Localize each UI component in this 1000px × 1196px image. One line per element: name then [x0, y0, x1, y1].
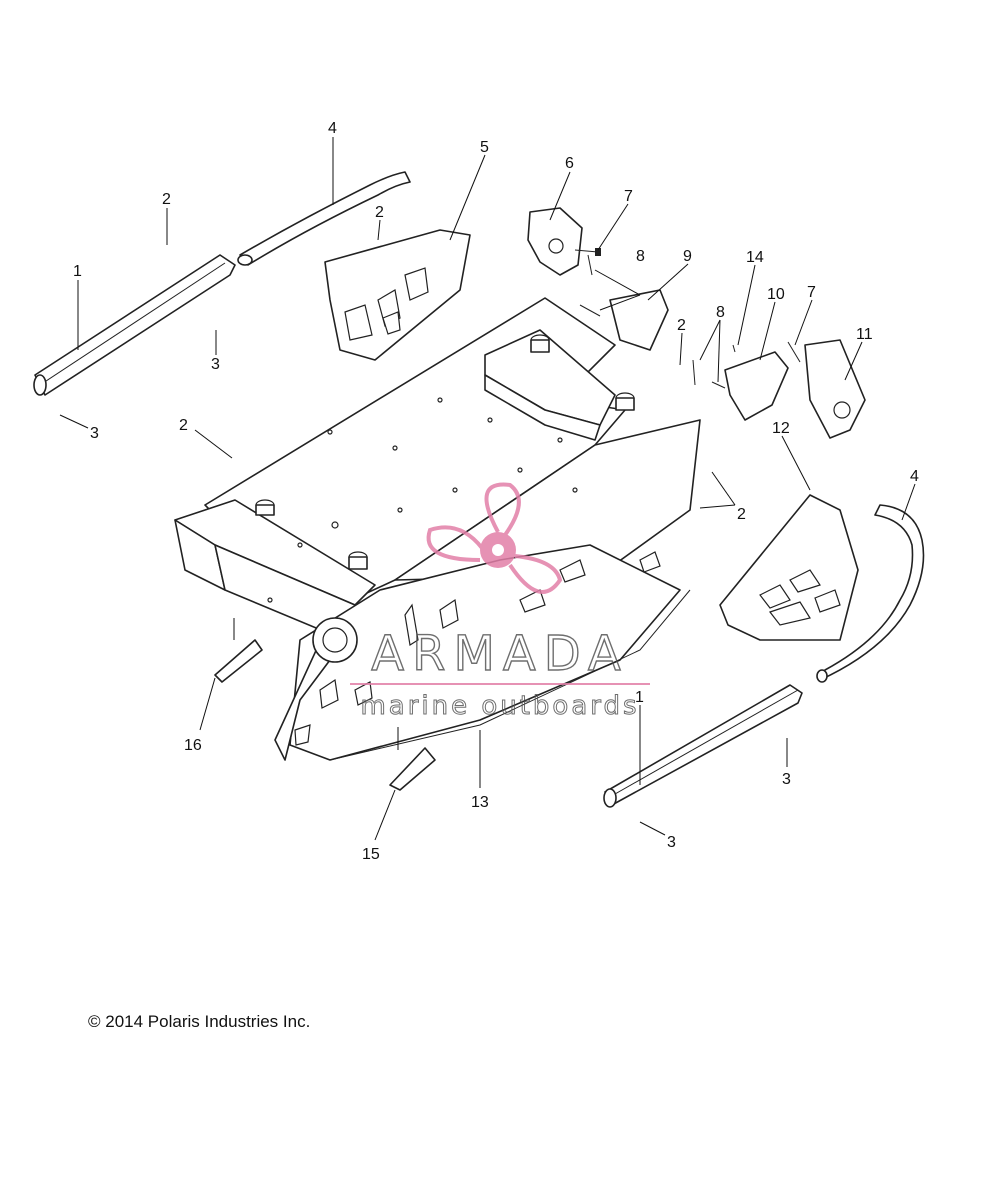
watermark-tagline: marine outboards: [360, 691, 639, 721]
callout-1-lower: 1: [635, 689, 644, 706]
callout-6: 6: [565, 155, 574, 172]
callout-8-right: 8: [716, 304, 725, 321]
callout-2-deck: 2: [179, 417, 188, 434]
bumper-upper: [237, 171, 411, 266]
leader-lines: [59, 137, 916, 841]
callout-15: 15: [362, 846, 380, 863]
rail-upper-left: [33, 254, 236, 396]
callout-3-left-upper: 3: [211, 356, 220, 373]
bracket-15: [389, 747, 436, 791]
bracket-10: [724, 351, 789, 421]
bracket-9: [609, 289, 669, 351]
bracket-6: [527, 207, 583, 276]
callout-13: 13: [471, 794, 489, 811]
callout-2-footrest: 2: [375, 204, 384, 221]
bracket-16: [214, 639, 263, 683]
watermark: ARMADA marine outboards: [350, 482, 650, 722]
callout-3-right-lower: 3: [667, 834, 676, 851]
deck-holes: [267, 397, 578, 603]
callout-8-upper: 8: [636, 248, 645, 265]
watermark-propeller-icon: [426, 482, 563, 594]
callout-7-right: 7: [807, 284, 816, 301]
chassis-tunnel: [174, 297, 701, 761]
callout-16: 16: [184, 737, 202, 754]
copyright-notice: © 2014 Polaris Industries Inc.: [88, 1012, 311, 1031]
callout-10: 10: [767, 286, 785, 303]
callout-4-upper: 4: [328, 120, 337, 137]
callout-12: 12: [772, 420, 790, 437]
side-panel-cutouts: [294, 551, 661, 746]
footrest-right: [719, 494, 859, 641]
watermark-brand: ARMADA: [371, 626, 628, 682]
callout-2-side: 2: [737, 506, 746, 523]
callout-3-right-upper: 3: [782, 771, 791, 788]
callout-14: 14: [746, 249, 764, 266]
callout-2-left: 2: [162, 191, 171, 208]
callout-5: 5: [480, 139, 489, 156]
bracket-11: [804, 339, 866, 439]
callout-7-upper: 7: [624, 188, 633, 205]
callout-3-left-lower: 3: [90, 425, 99, 442]
rail-lower-right: [603, 684, 803, 808]
bumper-right: [816, 504, 925, 683]
fasteners: [574, 248, 801, 389]
callout-4-right: 4: [910, 468, 919, 485]
callout-9: 9: [683, 248, 692, 265]
callouts: 1 2 3 3 4 2 5 6 7 8 9 14 10 7 11 2 8 2 2…: [73, 120, 919, 863]
callout-2-center: 2: [677, 317, 686, 334]
callout-1-upper: 1: [73, 263, 82, 280]
footrest-upper: [324, 229, 471, 361]
callout-11: 11: [856, 326, 873, 343]
